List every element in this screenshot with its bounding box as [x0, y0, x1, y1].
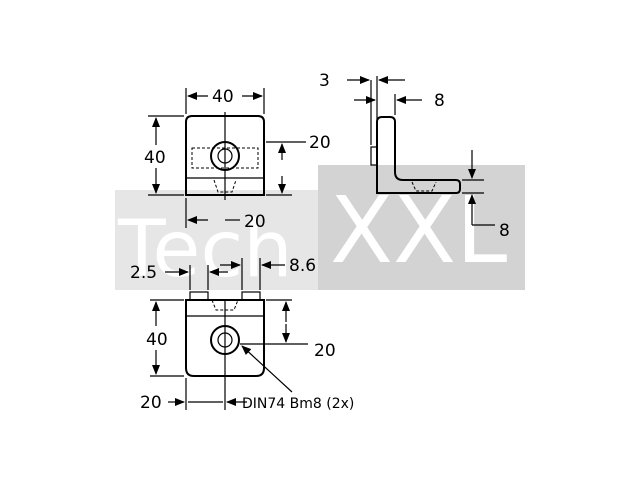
- bottom-view-tab-left: [189, 291, 209, 301]
- bottom-height-dim: 40: [146, 330, 168, 350]
- bottom-slot-dim: 8.6: [289, 256, 316, 276]
- bottom-hole-offset-dim: 20: [314, 341, 336, 361]
- side-view-hidden-nut: [411, 181, 437, 192]
- front-width-dim: 40: [212, 87, 234, 107]
- watermark-xxl-text: XXL: [330, 177, 507, 284]
- front-view: 40 40 20 20: [144, 87, 331, 232]
- hardware-leader: [241, 345, 293, 393]
- bottom-view-outline: [185, 299, 265, 377]
- hardware-note: DIN74 Bm8 (2x): [242, 396, 354, 412]
- front-view-hidden-nut: [213, 179, 237, 193]
- side-view-outline: [376, 116, 461, 194]
- front-view-outline: [185, 115, 265, 196]
- front-height-dim: 40: [144, 148, 166, 168]
- watermark: Tech XXL: [115, 165, 525, 295]
- watermark-dark-panel: [318, 165, 525, 290]
- side-view: 3 8 8: [319, 71, 510, 241]
- front-hole-offset-dim: 20: [309, 133, 331, 153]
- side-thickness-dim: 3: [319, 71, 330, 91]
- bottom-edge-dim: 2.5: [130, 263, 157, 283]
- side-view-tab: [370, 146, 378, 166]
- front-bottom-dim: 20: [244, 212, 266, 232]
- side-base-dim: 8: [499, 221, 510, 241]
- side-leg-dim: 8: [434, 91, 445, 111]
- bottom-bottom-dim: 20: [140, 393, 162, 413]
- bottom-view-tab-right: [241, 291, 261, 301]
- bottom-view-hidden-nut: [211, 299, 239, 311]
- bottom-view: 2.5 8.6 40 20 20 DIN74 Bm8 (2x): [130, 256, 354, 413]
